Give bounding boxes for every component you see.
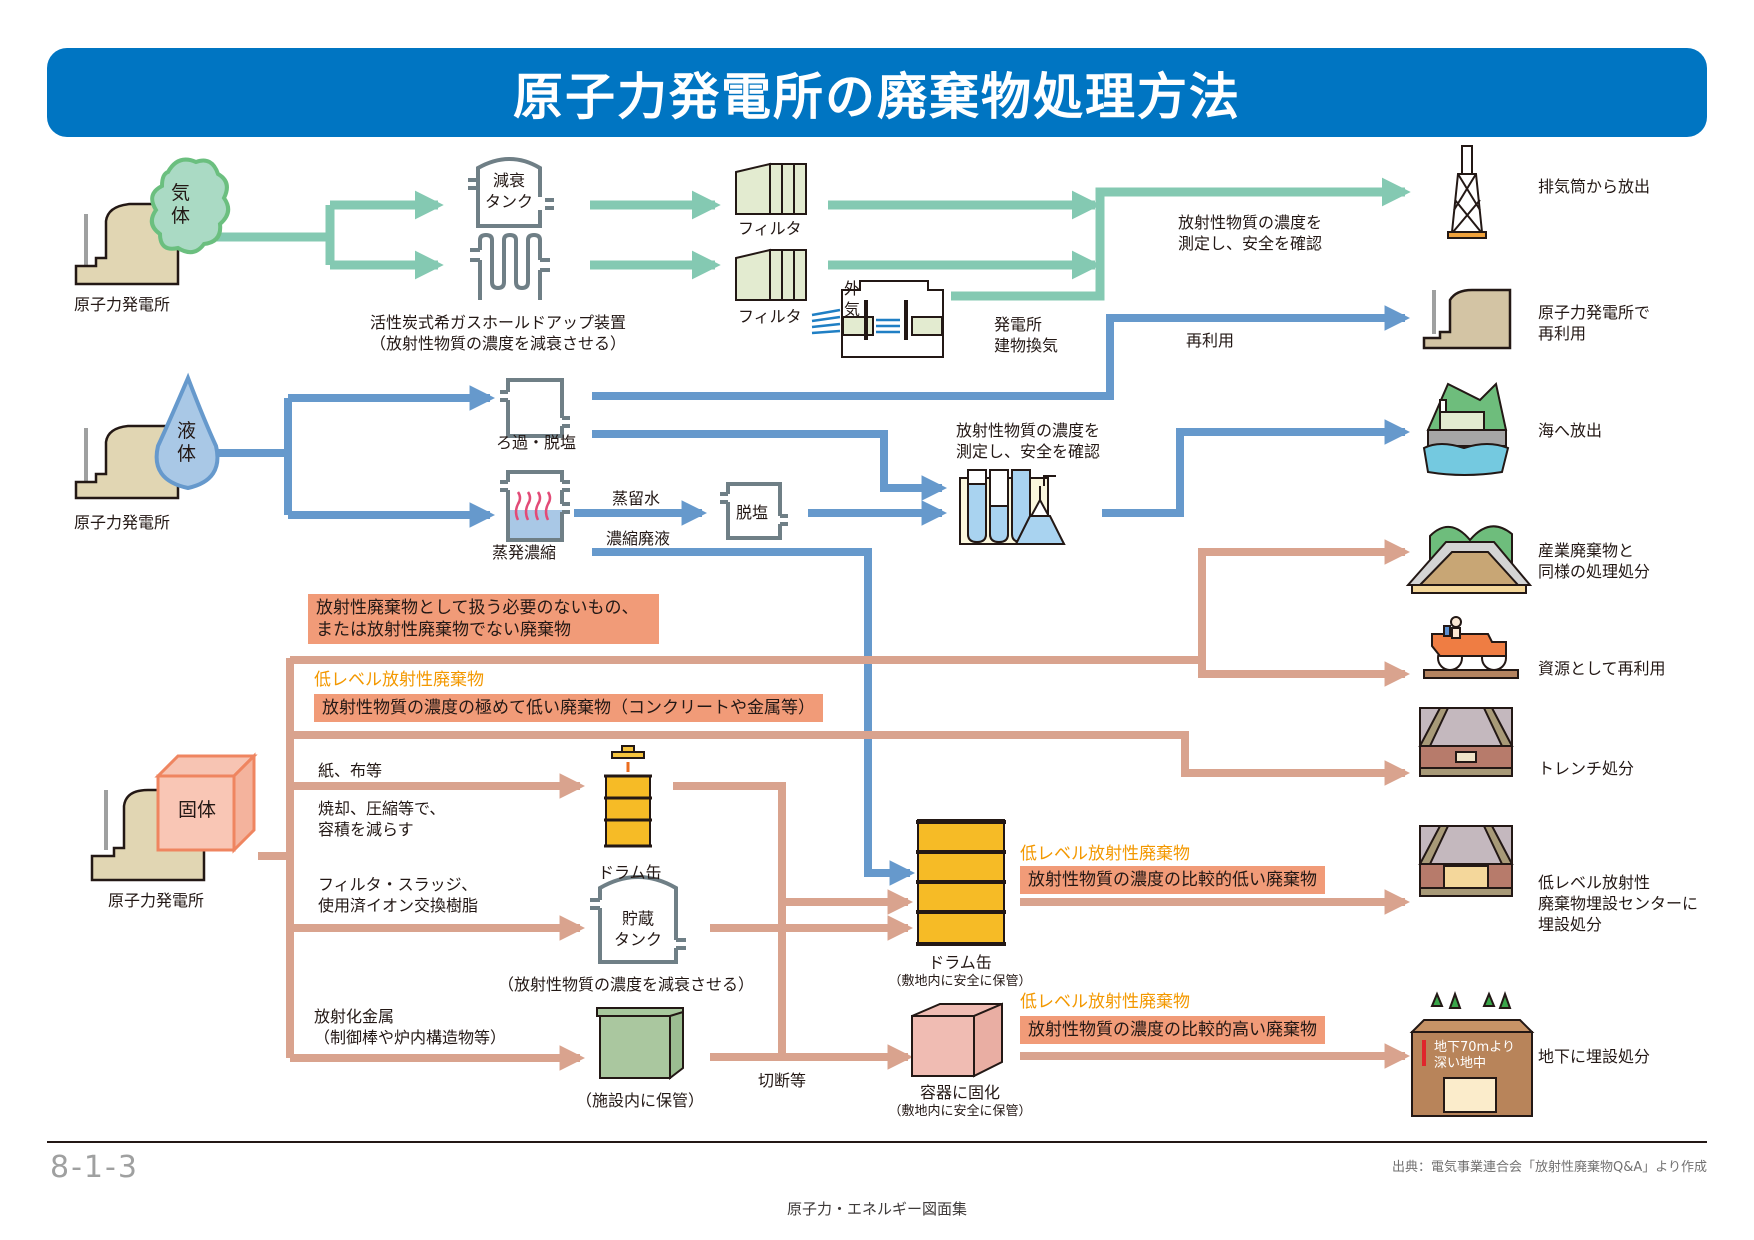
reuse-label: 再利用 [1186, 331, 1235, 350]
large-drum-icon [916, 819, 1006, 946]
power-plant-reuse-icon [1422, 288, 1512, 350]
liquid-measure-label: 放射性物質の濃度を 測定し、安全を確認 [956, 421, 1101, 461]
destination-industrial: 産業廃棄物と 同様の処理処分 [1538, 541, 1651, 581]
solidify-container-icon [911, 1002, 1003, 1078]
solid-cube-icon [154, 752, 258, 854]
destination-exhaust-stack: 排気筒から放出 [1538, 177, 1651, 196]
solid-flow-very-low [290, 731, 1411, 786]
filter-label-2: フィルタ [738, 307, 802, 326]
holdup-device-icon [470, 232, 550, 300]
very-low-title: 低レベル放射性廃棄物 [314, 670, 484, 690]
liquid-flow-reuse [592, 305, 1411, 400]
low-level-box-1: 放射性物質の濃度の比較的低い廃棄物 [1020, 866, 1325, 894]
distilled-water-label: 蒸留水 [612, 489, 661, 508]
liquid-flow-lines [175, 305, 1411, 886]
holdup-device-label: 活性炭式希ガスホールドアップ装置 （放射性物質の濃度を減衰させる） [370, 313, 627, 353]
filtration-vessel-icon [500, 378, 570, 438]
activated-metal-label: 放射化金属 （制御棒や炉内構造物等） [314, 1007, 507, 1047]
test-tubes-icon [959, 469, 1066, 545]
road-roller-icon [1423, 616, 1519, 679]
deep-depth-label: 地下70mより 深い地中 [1434, 1040, 1515, 1071]
liquid-flow-to-sea [1102, 419, 1411, 517]
gas-flow-lines [213, 177, 1411, 301]
liquid-flow-filtration-to-measure [592, 430, 948, 501]
trench-disposal-icon [1418, 707, 1514, 777]
gas-measure-label: 放射性物質の濃度を 測定し、安全を確認 [1178, 213, 1323, 253]
gas-flow-ventilation-out [951, 177, 1411, 301]
solidify-note: （敷地内に安全に保管） [888, 1104, 1032, 1119]
incinerate-label: 焼却、圧縮等で、 容積を減らす [318, 799, 446, 839]
destination-deep: 地下に埋設処分 [1538, 1047, 1651, 1066]
desalination-label: 脱塩 [736, 503, 769, 522]
solid-flow-trunk [258, 658, 294, 1058]
solid-source-label: 原子力発電所 [108, 891, 205, 910]
power-plant-icon-liquid [74, 424, 180, 500]
gas-flow-trunk [213, 205, 335, 265]
deep-geological-icon [1409, 991, 1535, 1117]
gas-cloud-label: 気体 [171, 182, 191, 227]
building-ventilation-icon [811, 280, 944, 358]
gas-source-label: 原子力発電所 [74, 295, 171, 314]
page-number: 8-1-3 [50, 1150, 139, 1185]
filter-icon-1 [735, 162, 807, 215]
concentrated-waste-label: 濃縮廃液 [606, 529, 671, 548]
low-level-title-1: 低レベル放射性廃棄物 [1020, 844, 1190, 864]
large-drum-label: ドラム缶 [928, 953, 992, 972]
storage-note-label: （放射性物質の濃度を減衰させる） [498, 975, 755, 994]
gas-cloud-icon [149, 157, 231, 255]
facility-storage-label: （施設内に保管） [576, 1091, 705, 1110]
storage-tank-icon [590, 875, 686, 964]
small-drum-label: ドラム缶 [598, 863, 662, 882]
cutting-label: 切断等 [758, 1071, 807, 1090]
title-bar: 原子力発電所の廃棄物処理方法 [47, 48, 1707, 137]
ventilation-label: 発電所 建物換気 [994, 315, 1059, 355]
evaporation-label: 蒸発濃縮 [492, 543, 557, 562]
destination-recycle: 資源として再利用 [1538, 659, 1666, 678]
liquid-drop-label: 液体 [177, 420, 197, 465]
very-low-box: 放射性物質の濃度の極めて低い廃棄物（コンクリートや金属等） [314, 694, 823, 722]
destination-burial-center: 低レベル放射性 廃棄物埋設センターに 埋設処分 [1538, 873, 1699, 934]
low-level-box-2: 放射性物質の濃度の比較的高い廃棄物 [1020, 1016, 1325, 1044]
liquid-drop-icon [154, 372, 220, 491]
filter-label-1: フィルタ [738, 219, 802, 238]
page-title: 原子力発電所の廃棄物処理方法 [513, 67, 1241, 126]
decay-tank-icon [468, 157, 554, 228]
decay-tank-label: 減衰 タンク [484, 171, 533, 211]
source-credit: 出典：電気事業連合会「放射性廃棄物Q&A」より作成 [1391, 1160, 1707, 1175]
destination-trench: トレンチ処分 [1538, 759, 1635, 778]
storage-tank-label: 貯蔵 タンク [613, 909, 662, 949]
low-level-title-2: 低レベル放射性廃棄物 [1020, 992, 1190, 1012]
exhaust-stack-icon [1447, 145, 1487, 239]
desalination-vessel-icon [720, 482, 788, 540]
solidify-label: 容器に固化 [919, 1083, 1000, 1102]
evaporator-icon [500, 470, 570, 542]
filtration-label: ろ過・脱塩 [496, 433, 577, 452]
industrial-landfill-icon [1405, 525, 1533, 594]
solid-cube-label: 固体 [178, 799, 217, 821]
burial-center-icon [1418, 825, 1514, 897]
collection-title: 原子力・エネルギー図面集 [786, 1200, 967, 1218]
sea-discharge-icon [1422, 381, 1510, 476]
footer-divider [47, 1141, 1707, 1143]
destination-plant-reuse: 原子力発電所で 再利用 [1538, 303, 1651, 343]
paper-cloth-label: 紙、布等 [318, 761, 383, 780]
destination-sea: 海へ放出 [1538, 421, 1603, 440]
non-radioactive-box: 放射性廃棄物として扱う必要のないもの、 または放射性廃棄物でない廃棄物 [308, 594, 659, 644]
filter-sludge-label: フィルタ・スラッジ、 使用済イオン交換樹脂 [318, 875, 479, 915]
large-drum-note: （敷地内に安全に保管） [888, 974, 1032, 989]
solid-flow-lines [258, 539, 1411, 1071]
liquid-flow-concentrated-to-drum [592, 548, 916, 886]
small-drum-icon [604, 745, 652, 848]
facility-storage-icon [596, 1007, 684, 1081]
liquid-source-label: 原子力発電所 [74, 513, 171, 532]
filter-icon-2 [735, 248, 807, 301]
outside-air-label: 外 気 [844, 279, 861, 319]
solid-flow-recycle [1198, 660, 1411, 687]
solid-flow-non-radioactive [290, 539, 1411, 664]
solid-flow-drum-to-large [673, 782, 914, 915]
